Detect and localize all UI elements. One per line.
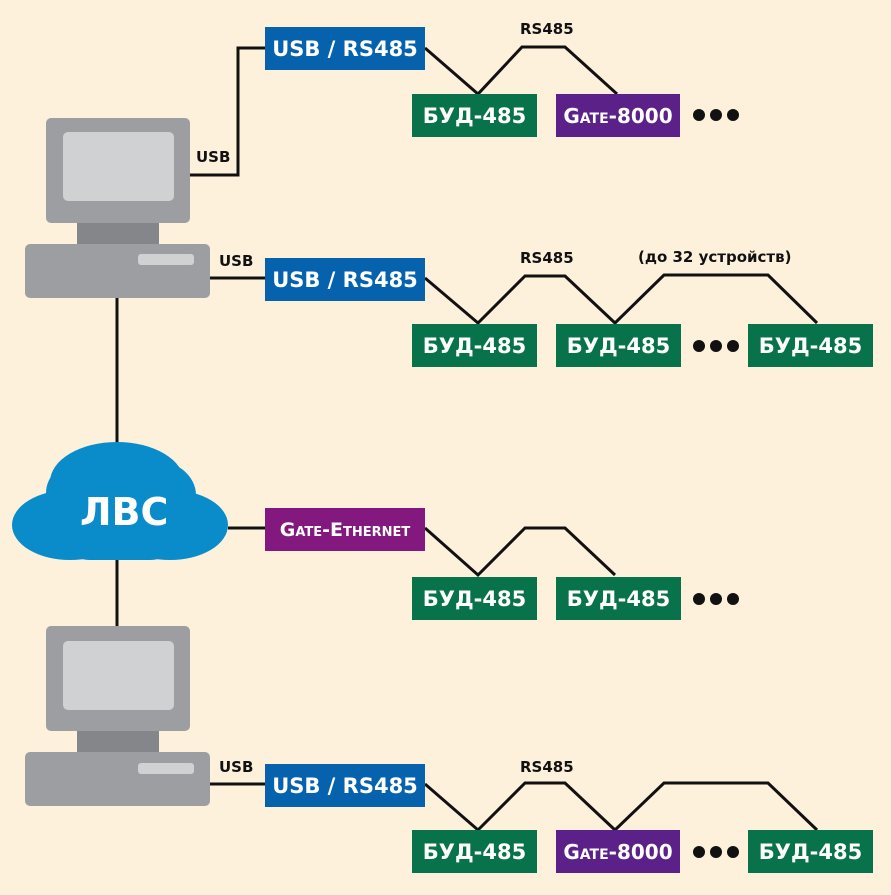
usb-label: USB xyxy=(219,758,254,776)
bud-485-controller: БУД-485 xyxy=(748,830,873,873)
monitor-stand xyxy=(77,731,159,753)
bus-row4 xyxy=(424,781,819,833)
usb-label: USB xyxy=(196,148,231,166)
more-devices-ellipsis xyxy=(693,109,739,121)
monitor-screen xyxy=(63,132,174,201)
bud-485-controller: БУД-485 xyxy=(412,94,537,137)
bud-485-controller: БУД-485 xyxy=(748,324,873,367)
monitor-screen xyxy=(63,641,174,710)
lan-cloud-label: ЛВС xyxy=(80,490,169,534)
usb-label: USB xyxy=(219,252,254,270)
bud-485-controller: БУД-485 xyxy=(556,577,681,620)
rs485-bus-label: RS485 xyxy=(520,249,574,267)
more-devices-ellipsis xyxy=(693,846,739,858)
system-unit xyxy=(25,752,210,806)
gate-ethernet-module: Gate-Ethernet xyxy=(265,508,425,551)
lan-cloud-shape xyxy=(12,442,228,560)
wire-usb-row1 xyxy=(190,46,265,177)
bud-485-controller: БУД-485 xyxy=(412,577,537,620)
bud-485-controller: БУД-485 xyxy=(556,324,681,367)
usb-rs485-converter: USB / RS485 xyxy=(265,27,425,70)
system-unit xyxy=(25,244,210,298)
bud-485-controller: БУД-485 xyxy=(412,830,537,873)
usb-rs485-converter: USB / RS485 xyxy=(265,764,425,807)
drive-slot xyxy=(138,763,194,774)
more-devices-ellipsis xyxy=(693,593,739,605)
gate-8000-controller: Gate-8000 xyxy=(556,94,680,137)
rs485-bus-label: RS485 xyxy=(520,20,574,38)
monitor-stand xyxy=(77,223,159,245)
gate-8000-controller: Gate-8000 xyxy=(556,830,680,873)
device-limit-note: (до 32 устройств) xyxy=(638,248,792,266)
bus-row3 xyxy=(424,526,617,578)
bud-485-controller: БУД-485 xyxy=(412,324,537,367)
more-devices-ellipsis xyxy=(693,340,739,352)
drive-slot xyxy=(138,254,194,265)
rs485-bus-label: RS485 xyxy=(520,758,574,776)
bus-row1 xyxy=(424,45,619,97)
bus-row2 xyxy=(424,273,819,326)
usb-rs485-converter: USB / RS485 xyxy=(265,258,425,301)
